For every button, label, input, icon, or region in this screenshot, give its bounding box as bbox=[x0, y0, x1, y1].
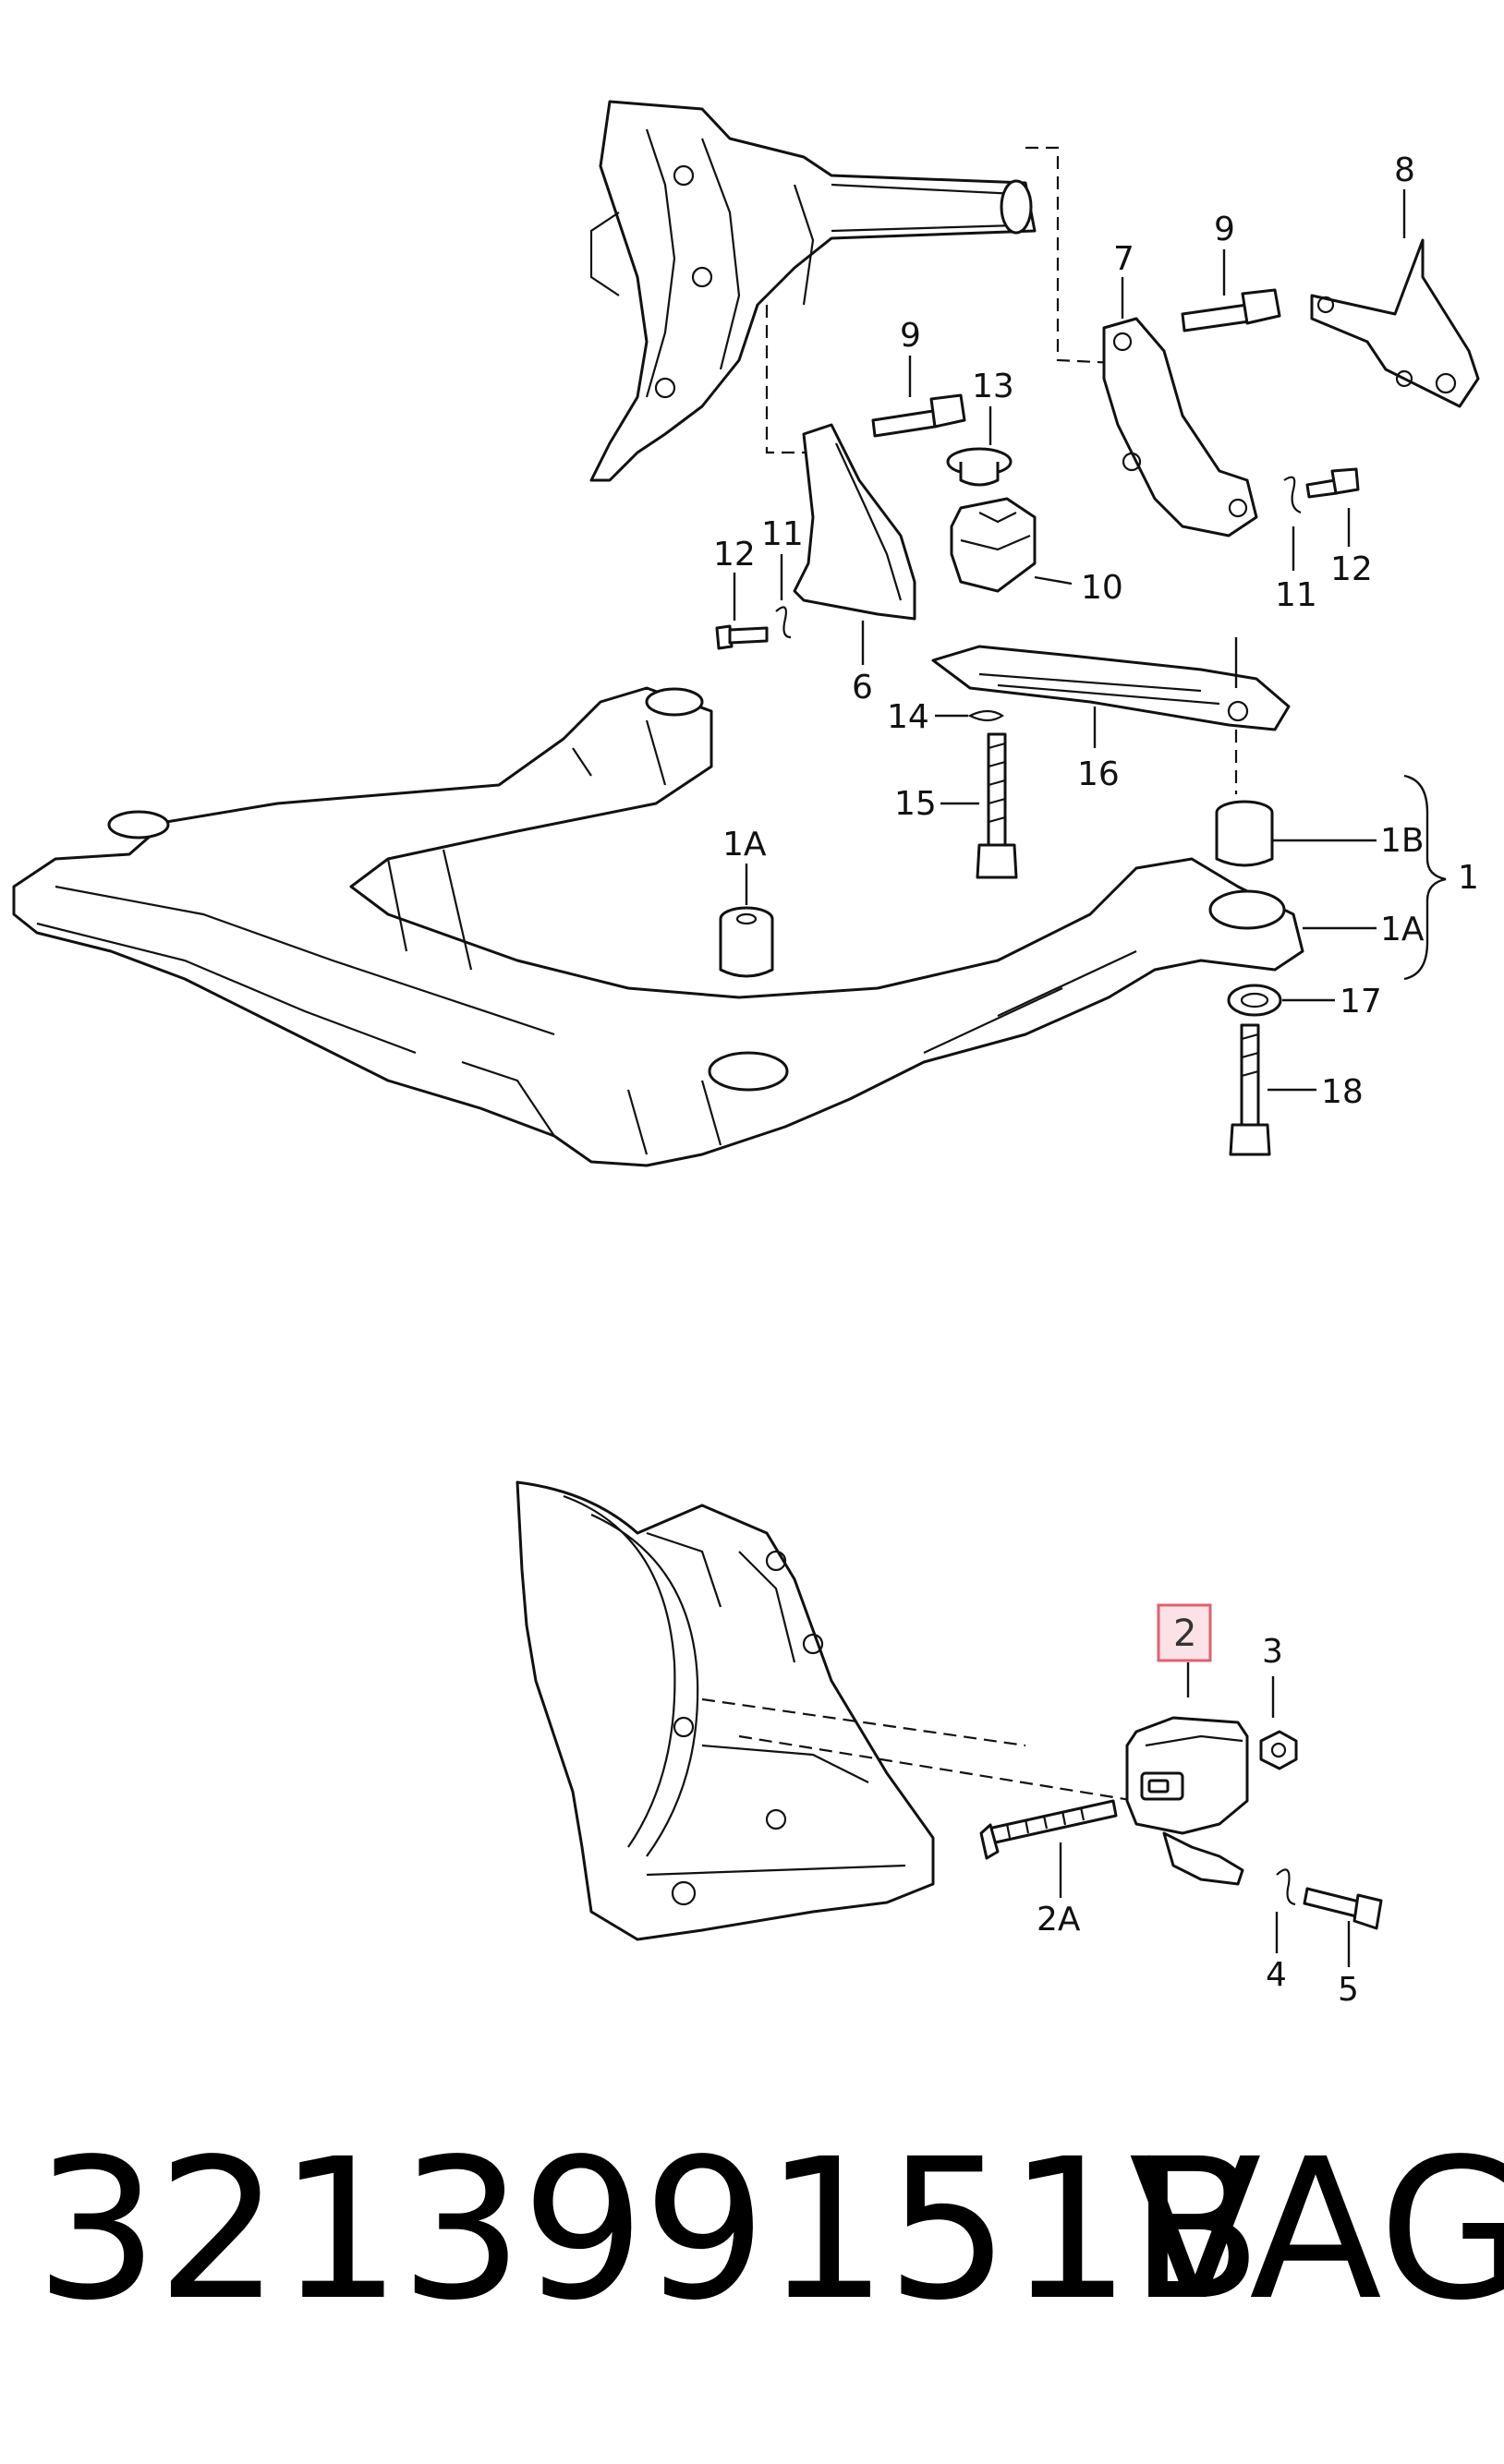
callout-7: 7 bbox=[1113, 240, 1134, 278]
callout-3: 3 bbox=[1262, 1633, 1283, 1671]
callout-9-center: 9 bbox=[900, 317, 921, 355]
callout-2-highlight bbox=[1157, 1603, 1212, 1662]
callout-1A-center: 1A bbox=[722, 826, 767, 864]
washer-14 bbox=[967, 709, 1004, 722]
bracket-6 bbox=[793, 423, 916, 621]
bolt-15 bbox=[976, 732, 1018, 879]
callout-14: 14 bbox=[887, 698, 929, 736]
callout-15: 15 bbox=[894, 785, 937, 823]
bolt-12-right bbox=[1305, 467, 1360, 499]
callout-1B: 1B bbox=[1380, 822, 1425, 860]
washer-17 bbox=[1227, 984, 1282, 1017]
mount-2 bbox=[1125, 1716, 1249, 1886]
callout-1: 1 bbox=[1458, 859, 1479, 897]
callout-13: 13 bbox=[972, 368, 1014, 405]
callout-2: 2 bbox=[1173, 1612, 1196, 1655]
callout-18: 18 bbox=[1321, 1073, 1364, 1111]
mount-10 bbox=[950, 497, 1037, 593]
bolt-9-center bbox=[871, 393, 966, 438]
washer-11-left bbox=[775, 606, 792, 639]
bolt-9-right bbox=[1181, 288, 1281, 332]
washer-11-right bbox=[1283, 476, 1302, 514]
bolt-5 bbox=[1303, 1887, 1383, 1930]
bolt-12-left bbox=[715, 624, 769, 650]
washer-4 bbox=[1276, 1868, 1296, 1906]
callout-17: 17 bbox=[1340, 983, 1382, 1021]
callout-2A: 2A bbox=[1037, 1901, 1081, 1939]
callout-9-right: 9 bbox=[1214, 211, 1235, 248]
nut-3 bbox=[1259, 1730, 1298, 1770]
callout-4: 4 bbox=[1266, 1956, 1287, 1994]
callout-5: 5 bbox=[1338, 1971, 1359, 2009]
gearbox-housing-lower bbox=[515, 1480, 935, 1941]
callout-1A-right: 1A bbox=[1380, 911, 1425, 948]
bushing-1B bbox=[1215, 800, 1274, 867]
callout-16: 16 bbox=[1077, 755, 1120, 793]
callout-11-right: 11 bbox=[1275, 576, 1317, 614]
group-brace-1 bbox=[1403, 774, 1447, 981]
bolt-2A bbox=[979, 1799, 1118, 1860]
bushing-1A-center bbox=[719, 906, 774, 978]
part-number: 321399151B bbox=[35, 2117, 1263, 2343]
bracket-7 bbox=[1102, 317, 1258, 537]
crossmember-16 bbox=[931, 645, 1291, 731]
subframe bbox=[12, 686, 1304, 1167]
brand-name: VAG bbox=[1129, 2117, 1504, 2343]
callout-10: 10 bbox=[1081, 569, 1123, 607]
callout-11-left: 11 bbox=[761, 515, 804, 553]
callout-12-left: 12 bbox=[713, 536, 756, 574]
callout-8: 8 bbox=[1394, 151, 1415, 189]
callout-6: 6 bbox=[852, 669, 873, 707]
bracket-8 bbox=[1310, 238, 1480, 408]
footer: 321399151B VAG bbox=[0, 2124, 1504, 2364]
cap-13 bbox=[946, 447, 1013, 487]
callout-12-right: 12 bbox=[1330, 550, 1373, 588]
gearbox-housing-upper bbox=[589, 100, 1037, 482]
bolt-18 bbox=[1229, 1023, 1271, 1156]
